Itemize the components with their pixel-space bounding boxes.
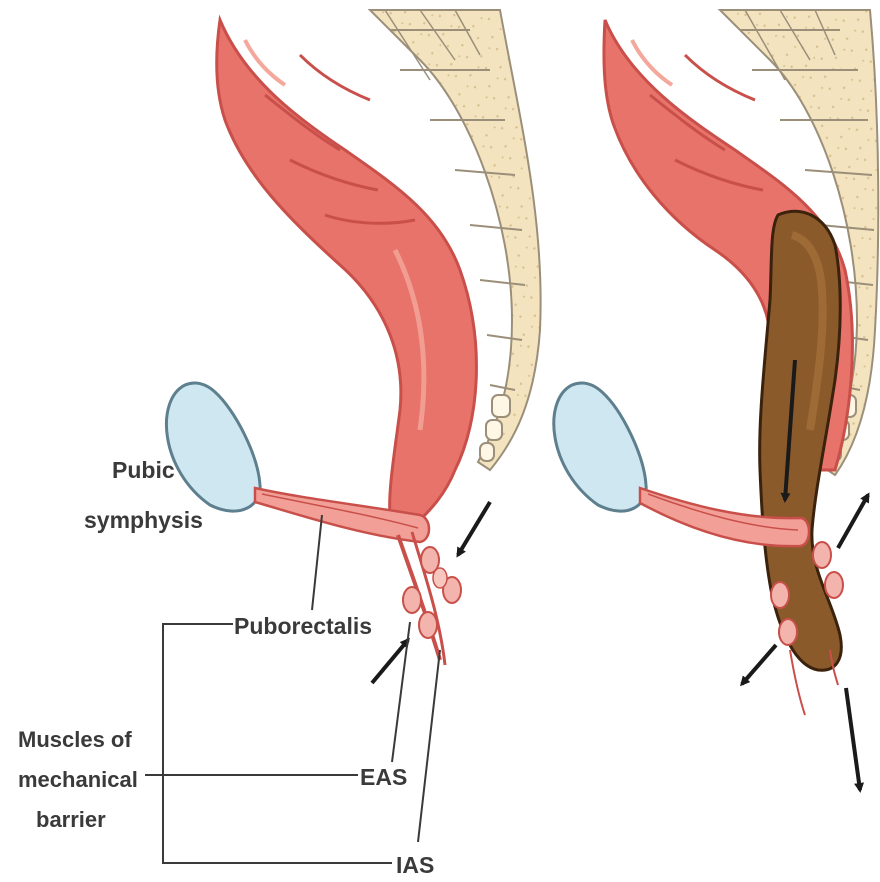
- puborectalis-label: Puborectalis: [234, 613, 372, 639]
- arrow-outward-icon: [838, 495, 868, 548]
- pubic-symphysis-right: [554, 383, 646, 511]
- arrow-outward-icon: [846, 688, 860, 790]
- eas-label: EAS: [360, 764, 407, 790]
- pubic-symphysis-left: [166, 383, 260, 511]
- ias-label: IAS: [396, 852, 434, 878]
- muscles-label-line2: mechanical: [18, 767, 138, 792]
- right-panel: [554, 10, 878, 790]
- arrow-inward-icon: [458, 502, 490, 555]
- muscles-label-line3: barrier: [36, 807, 106, 832]
- muscles-label-line1: Muscles of: [18, 727, 132, 752]
- pubic-symphysis-label-line1: Pubic: [112, 457, 175, 483]
- leader-lines: [145, 515, 440, 863]
- colon-left: [217, 20, 477, 520]
- left-panel: Pubic symphysis Puborectalis Muscles of …: [18, 10, 541, 878]
- pubic-symphysis-label-line2: symphysis: [84, 507, 203, 533]
- arrow-outward-icon: [742, 645, 776, 684]
